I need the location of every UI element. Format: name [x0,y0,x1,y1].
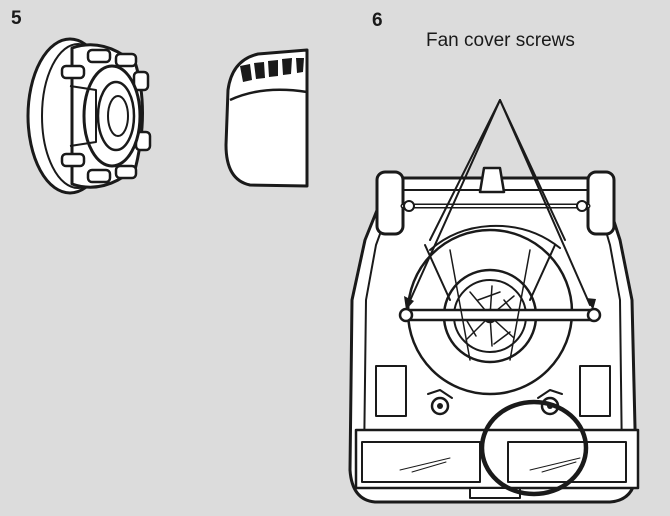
step-number-6: 6 [372,10,383,31]
housing-section-illustration [224,48,309,188]
step-number-5: 5 [11,8,22,29]
callout-arrows [404,99,596,310]
mower-underside-illustration [348,166,640,504]
fan-cover-screws-label: Fan cover screws [426,30,575,51]
wheel-hub-illustration [26,37,152,195]
